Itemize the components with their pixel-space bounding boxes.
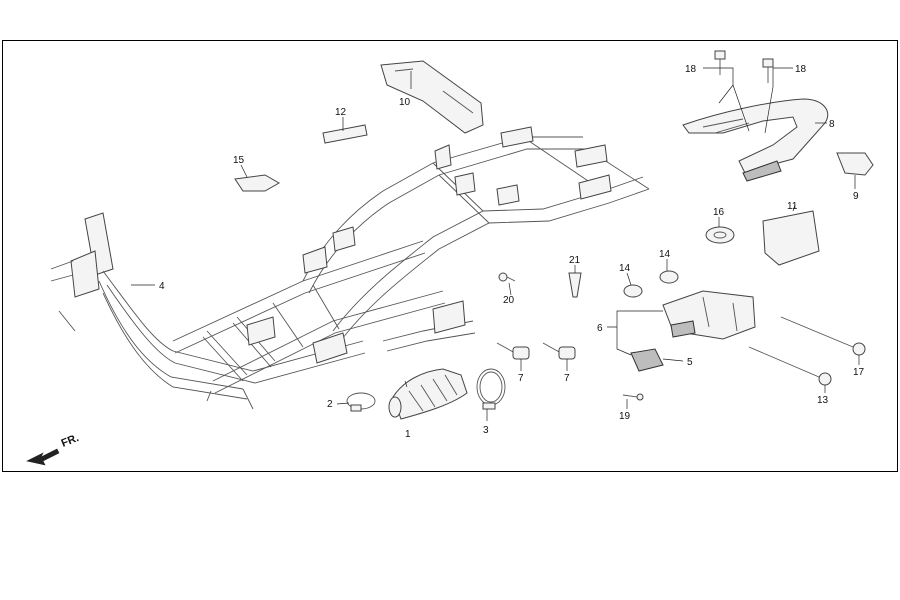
rubber-mount-drawing	[630, 348, 664, 372]
callout-part-12: 12	[335, 107, 347, 118]
callout-part-18b: 18	[795, 64, 807, 75]
callout-part-10: 10	[399, 97, 411, 108]
hose-clamp-small-drawing	[346, 392, 376, 412]
engine-hanger-bracket-drawing	[662, 290, 756, 340]
push-clip-drawing	[568, 272, 582, 298]
main-frame-drawing	[50, 126, 650, 410]
front-direction-label: FR.	[60, 432, 81, 450]
intake-duct-drawing	[388, 368, 468, 420]
rear-grab-rail-drawing	[682, 98, 829, 182]
callout-part-18a: 18	[685, 64, 697, 75]
callout-part-3: 3	[483, 425, 489, 436]
callout-part-9: 9	[853, 191, 859, 202]
front-direction-indicator: FR.	[26, 432, 81, 466]
callout-part-17: 17	[853, 367, 865, 378]
callout-part-7a: 7	[518, 373, 524, 384]
callout-part-6: 6	[597, 323, 603, 334]
small-stay-drawing	[322, 124, 368, 144]
upper-bracket-drawing	[380, 60, 484, 134]
flange-bolts-drawing	[714, 50, 774, 83]
callout-part-15: 15	[233, 155, 245, 166]
bushings-drawing	[496, 342, 576, 360]
callout-part-20: 20	[503, 295, 515, 306]
hose-clamp-large-drawing	[476, 368, 506, 410]
callout-part-5: 5	[687, 357, 693, 368]
callout-part-21: 21	[569, 255, 581, 266]
leader-lines	[131, 67, 860, 421]
callout-part-7b: 7	[564, 373, 570, 384]
screw-drawing	[498, 272, 516, 282]
exploded-parts-diagram: 1 2 3 4 5 6 7 7 8 9 10 11 12 13 14 14 15…	[26, 50, 874, 466]
callout-part-11: 11	[787, 201, 798, 212]
callout-part-8: 8	[829, 119, 835, 130]
front-arrow-icon	[26, 448, 60, 466]
callout-part-14b: 14	[659, 249, 671, 260]
clip-plate-drawing	[234, 174, 281, 192]
long-bolts-drawing	[748, 316, 866, 386]
side-plate-drawing	[762, 210, 820, 266]
callout-part-19: 19	[619, 411, 631, 422]
callout-part-13: 13	[817, 395, 829, 406]
callout-part-4: 4	[159, 281, 165, 292]
callout-part-2: 2	[327, 399, 333, 410]
collar-right-drawing	[659, 270, 679, 284]
small-screw-drawing	[622, 393, 644, 401]
collar-left-drawing	[623, 284, 643, 298]
grommet-drawing	[705, 226, 735, 244]
rail-end-cap-drawing	[836, 152, 874, 176]
diagram-frame: 1 2 3 4 5 6 7 7 8 9 10 11 12 13 14 14 15…	[2, 40, 898, 472]
callout-part-16: 16	[713, 207, 725, 218]
head-bracket	[70, 250, 100, 298]
callout-part-14a: 14	[619, 263, 631, 274]
callout-part-1: 1	[405, 429, 411, 440]
